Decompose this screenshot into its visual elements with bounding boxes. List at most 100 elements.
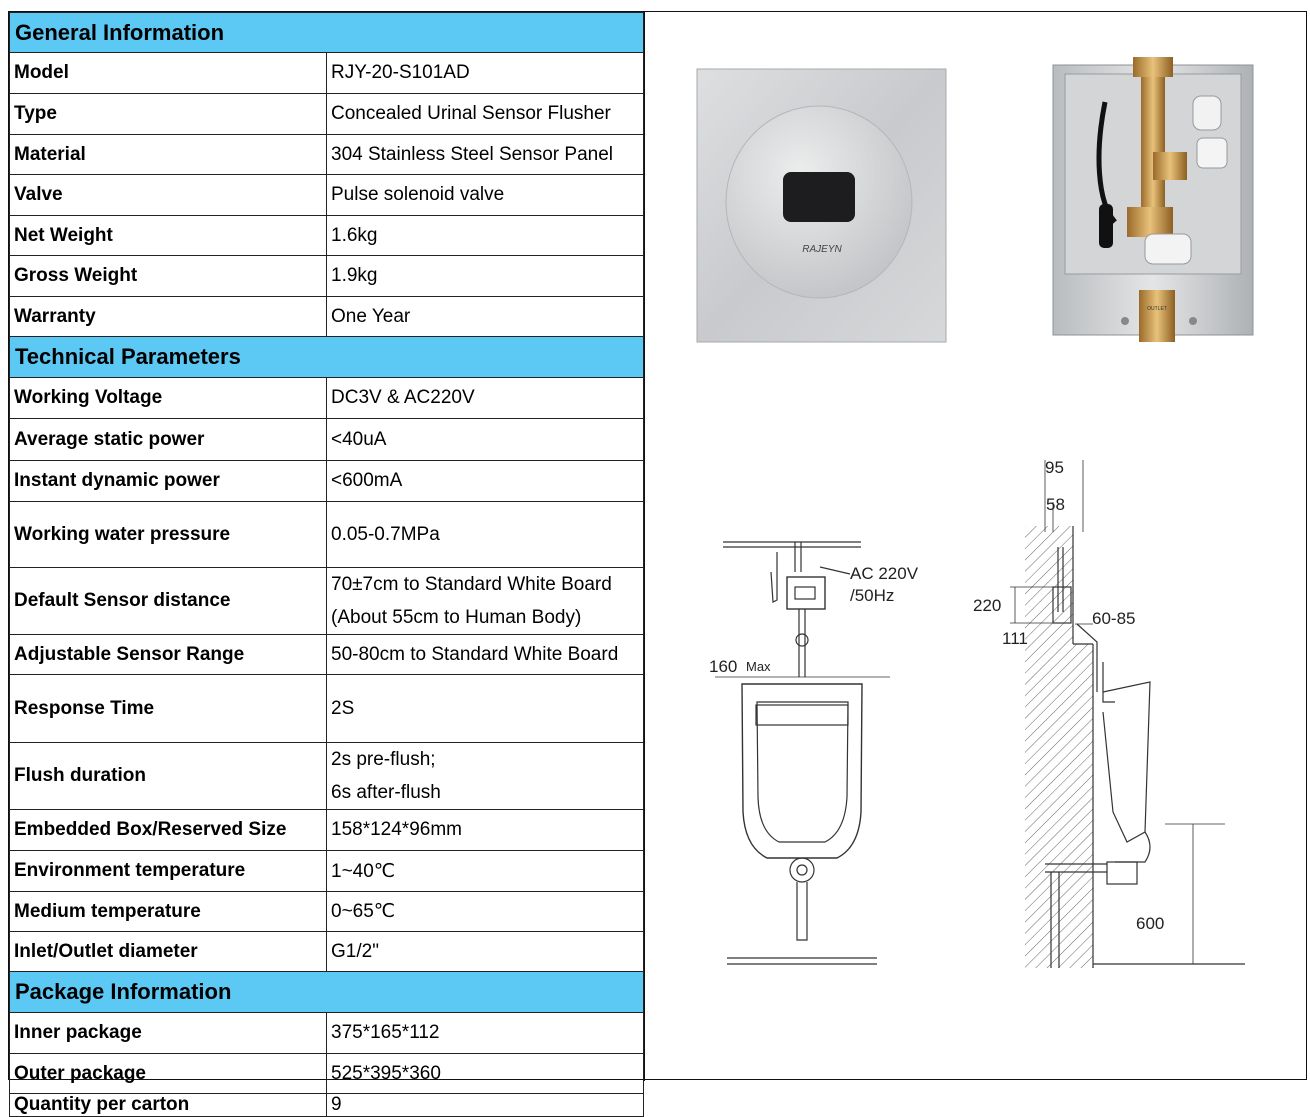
- spec-value-line: 6s after-flush: [331, 782, 441, 803]
- spec-value-line: 158*124*96mm: [331, 819, 462, 840]
- power-label-line2: /50Hz: [850, 586, 894, 605]
- section-title: Technical Parameters: [9, 336, 644, 378]
- spec-label: Inlet/Outlet diameter: [9, 931, 327, 972]
- spec-value: 375*165*112: [326, 1012, 644, 1054]
- spec-value-line: <600mA: [331, 470, 403, 491]
- dimension-58: 58: [1046, 495, 1065, 514]
- spec-label: Embedded Box/Reserved Size: [9, 809, 327, 851]
- spec-value-line: 1.6kg: [331, 224, 378, 246]
- spec-value-line: 1~40℃: [331, 860, 396, 882]
- spec-label: Valve: [9, 174, 327, 216]
- spec-value-line: 2S: [331, 697, 355, 719]
- spec-value: 2S: [326, 674, 644, 743]
- spec-value: DC3V & AC220V: [326, 377, 644, 419]
- spec-label: Type: [9, 93, 327, 135]
- spec-value: 525*395*360: [326, 1053, 644, 1094]
- spec-value-line: 525*395*360: [331, 1062, 441, 1084]
- spec-value-line: 2s pre-flush;: [331, 749, 436, 770]
- valve-box-photo: OUTLET: [1052, 57, 1254, 342]
- dimension-111: 111: [1002, 629, 1028, 648]
- spec-label: Model: [9, 52, 327, 94]
- spec-label: Outer package: [9, 1053, 327, 1094]
- spec-value: 50-80cm to Standard White Board: [326, 634, 644, 675]
- spec-value: <600mA: [326, 460, 644, 502]
- spec-row-instant-dynamic-power: Instant dynamic power<600mA: [9, 460, 644, 502]
- spec-value-line: 304 Stainless Steel Sensor Panel: [331, 143, 614, 165]
- panel-brand-label: RAJEYN: [802, 244, 842, 255]
- spec-label: Instant dynamic power: [9, 460, 327, 502]
- spec-value-line: G1/2": [331, 940, 379, 962]
- spec-value: G1/2": [326, 931, 644, 972]
- spec-value-line: Concealed Urinal Sensor Flusher: [331, 103, 611, 124]
- spec-value: RJY-20-S101AD: [326, 52, 644, 94]
- dimension-220: 220: [973, 596, 1001, 615]
- spec-value: <40uA: [326, 418, 644, 461]
- column-divider: [644, 12, 645, 1081]
- spec-label: Adjustable Sensor Range: [9, 634, 327, 675]
- front-diagram-labels: AC 220V /50Hz 160 Max: [709, 564, 919, 676]
- spec-value-line: 375*165*112: [331, 1022, 440, 1043]
- dimension-60-85: 60-85: [1092, 609, 1135, 628]
- spec-label: Default Sensor distance: [9, 567, 327, 635]
- section-header-general-information: General Information: [9, 12, 644, 53]
- spec-value: One Year: [326, 296, 644, 337]
- spec-value-line: 0~65℃: [331, 901, 396, 922]
- spec-label: Medium temperature: [9, 891, 327, 932]
- spec-value-line: 70±7cm to Standard White Board: [331, 574, 612, 595]
- spec-label: Material: [9, 134, 327, 175]
- spec-value-line: 1.9kg: [331, 265, 378, 286]
- section-title: General Information: [9, 12, 644, 53]
- spec-label: Gross Weight: [9, 255, 327, 297]
- section-title: Package Information: [9, 971, 644, 1013]
- section-header-technical-parameters: Technical Parameters: [9, 336, 644, 378]
- spec-value-line: 50-80cm to Standard White Board: [331, 643, 619, 665]
- section-header-package-information: Package Information: [9, 971, 644, 1013]
- spec-value-line: DC3V & AC220V: [331, 387, 475, 408]
- spec-value-line: 9: [331, 1094, 342, 1115]
- spec-label: Warranty: [9, 296, 327, 337]
- spec-value: 0.05-0.7MPa: [326, 501, 644, 568]
- spec-label: Environment temperature: [9, 850, 327, 892]
- spec-value: 304 Stainless Steel Sensor Panel: [326, 134, 644, 175]
- spec-label: Net Weight: [9, 215, 327, 256]
- spec-value-line: 0.05-0.7MPa: [331, 523, 440, 545]
- spec-label: Quantity per carton: [9, 1093, 327, 1117]
- spec-value: 9: [326, 1093, 644, 1117]
- height-max-label: Max: [746, 659, 771, 674]
- spec-value-line: One Year: [331, 305, 411, 327]
- spec-value: 70±7cm to Standard White Board (About 55c…: [326, 567, 644, 635]
- spec-value-line: <40uA: [331, 428, 387, 450]
- spec-value: 1~40℃: [326, 850, 644, 892]
- power-label-line1: AC 220V: [850, 564, 919, 583]
- spec-value-line: RJY-20-S101AD: [331, 62, 470, 83]
- spec-value: 2s pre-flush; 6s after-flush: [326, 742, 644, 810]
- spec-value: 1.9kg: [326, 255, 644, 297]
- outlet-label: OUTLET: [1147, 306, 1167, 312]
- spec-value-line: (About 55cm to Human Body): [331, 607, 582, 628]
- front-installation-diagram: [715, 541, 890, 965]
- side-installation-diagram: [1010, 460, 1245, 968]
- sensor-panel-photo: RAJEYN: [696, 68, 947, 343]
- spec-label: Response Time: [9, 674, 327, 743]
- height-dimension: 160: [709, 657, 737, 676]
